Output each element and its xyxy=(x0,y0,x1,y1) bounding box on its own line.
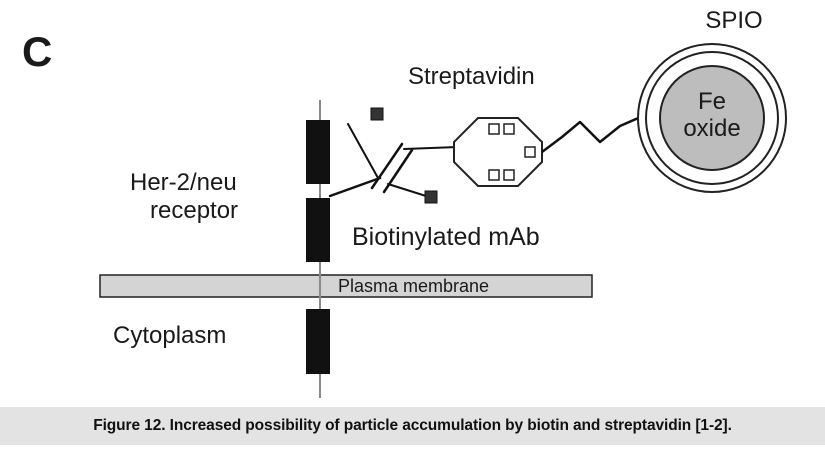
plasma-membrane-bar xyxy=(99,274,593,298)
figure-diagram: C Plasma membrane Her-2/neu receptor Cyt… xyxy=(22,7,787,398)
linker-chain xyxy=(541,114,644,153)
biotin-square-top xyxy=(370,107,384,121)
antibody-shape xyxy=(328,123,459,198)
biotinylated-mab-label: Biotinylated mAb xyxy=(352,223,540,251)
spio-label: SPIO xyxy=(705,7,762,34)
receptor-segment-top xyxy=(306,120,330,184)
receptor-segment-bottom xyxy=(306,309,330,374)
cytoplasm-label: Cytoplasm xyxy=(113,322,226,349)
figure-caption: Figure 12. Increased possibility of part… xyxy=(93,417,732,434)
biotin-square-lower xyxy=(424,190,438,204)
caption-bar: Figure 12. Increased possibility of part… xyxy=(0,407,825,445)
oxide-label: oxide xyxy=(683,115,740,142)
fe-label: Fe xyxy=(698,88,726,115)
receptor-label-line1: Her-2/neu xyxy=(130,169,237,196)
plasma-membrane-label: Plasma membrane xyxy=(338,276,489,296)
spio-particle xyxy=(637,43,787,193)
streptavidin-label: Streptavidin xyxy=(408,63,535,90)
panel-label: C xyxy=(22,28,52,75)
receptor-segment-middle xyxy=(306,198,330,262)
receptor-label-line2: receptor xyxy=(150,197,238,224)
streptavidin-shape xyxy=(453,117,543,187)
